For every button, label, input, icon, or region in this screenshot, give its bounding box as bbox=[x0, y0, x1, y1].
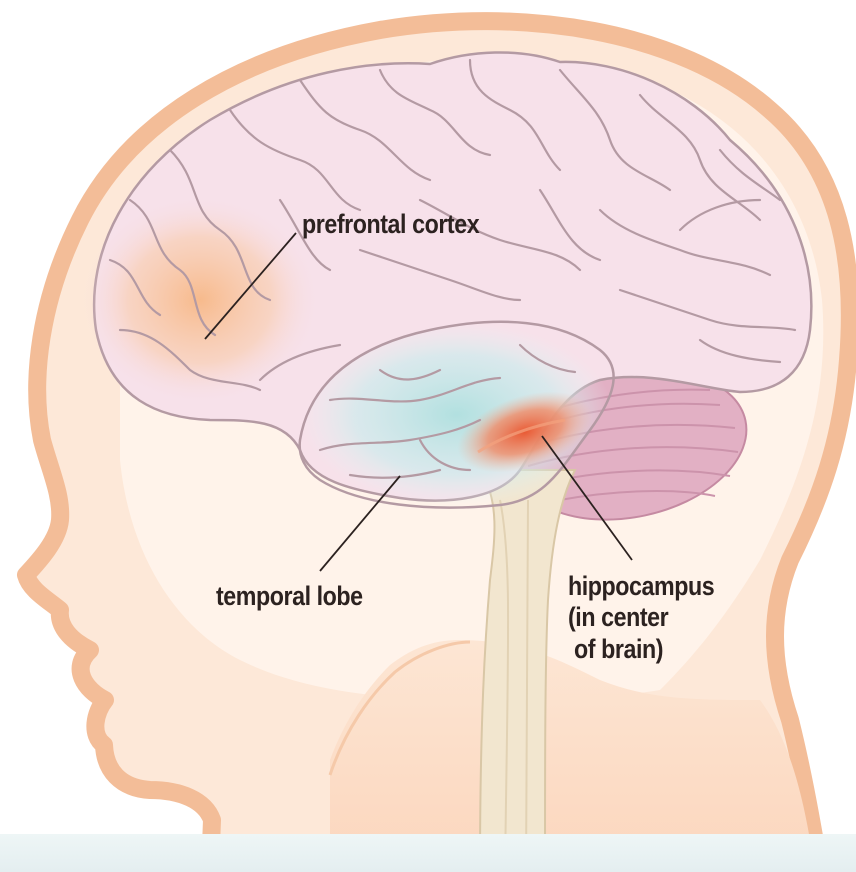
label-temporal-lobe: temporal lobe bbox=[216, 583, 363, 610]
prefrontal-highlight bbox=[80, 195, 320, 405]
label-prefrontal-cortex: prefrontal cortex bbox=[302, 211, 479, 238]
bottom-band bbox=[0, 834, 856, 872]
label-hippocampus: hippocampus (in center of brain) bbox=[568, 571, 714, 665]
